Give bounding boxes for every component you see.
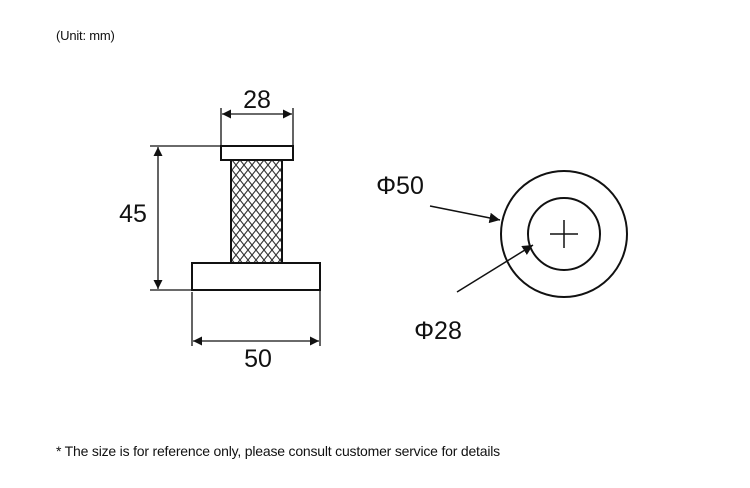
top-width-label: 28 <box>243 86 271 114</box>
leader-inner <box>456 244 534 293</box>
footnote: * The size is for reference only, please… <box>56 443 500 459</box>
base <box>191 262 321 291</box>
unit-note: (Unit: mm) <box>56 28 115 43</box>
leader-lines <box>429 205 534 293</box>
outer-diameter-label: Φ50 <box>376 172 424 200</box>
extension-lines <box>150 108 321 346</box>
top-cap <box>220 145 294 161</box>
side-view <box>191 145 321 291</box>
inner-diameter-label: Φ28 <box>414 317 462 345</box>
knurled-shaft <box>230 159 283 264</box>
outer-circle <box>500 170 628 298</box>
leader-outer <box>429 205 501 224</box>
height-label: 45 <box>119 200 147 228</box>
top-view <box>500 170 628 298</box>
inner-circle <box>527 197 601 271</box>
dimension-lines <box>153 109 319 346</box>
base-width-label: 50 <box>244 345 272 373</box>
